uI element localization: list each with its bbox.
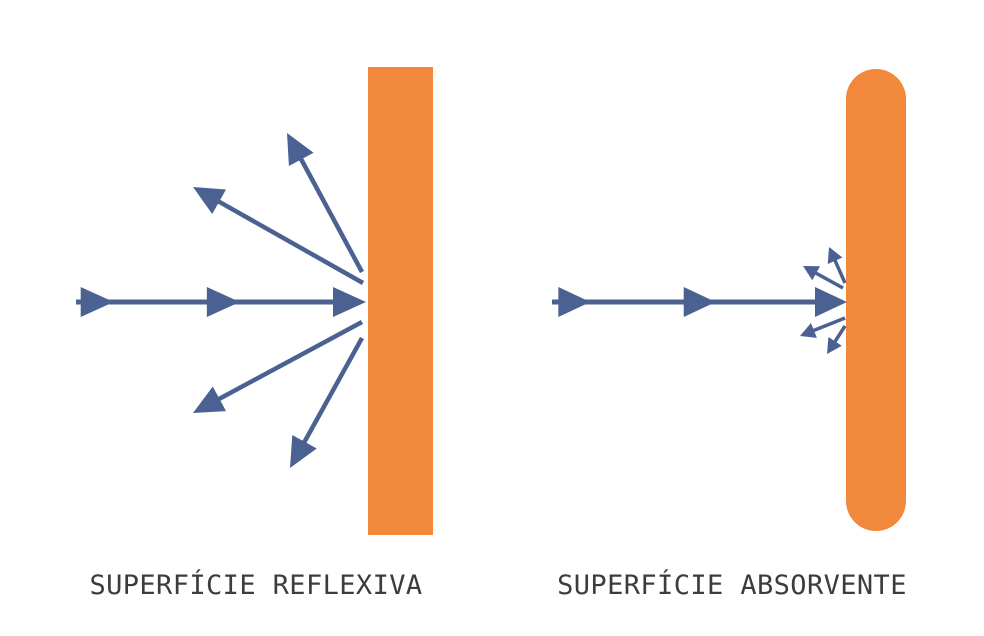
reflective-surface-reflected-ray-up-steep: [287, 133, 364, 274]
absorbent-surface-incident-ray: [552, 287, 847, 317]
arrowhead: [193, 187, 227, 214]
ray-shaft: [296, 153, 364, 274]
arrowhead: [827, 247, 843, 264]
arrowhead: [206, 287, 240, 317]
arrowhead: [683, 287, 716, 317]
ray-shaft: [832, 325, 847, 345]
absorbent-surface-scattered-ray-down-shallow: [800, 316, 846, 338]
absorbent-surface-bar: [846, 69, 906, 531]
absorbent-surface-scattered-ray-down-steep: [827, 325, 847, 354]
ray-shaft: [832, 257, 847, 284]
ray-shaft: [810, 316, 846, 334]
reflective-surface-reflected-ray-up-shallow: [193, 187, 365, 285]
reflective-surface-label: SUPERFÍCIE REFLEXIVA: [89, 570, 423, 601]
arrowhead: [815, 287, 847, 317]
absorbent-surface-scattered-ray-up-steep: [827, 247, 847, 284]
arrowhead: [800, 323, 817, 338]
reflective-surface-incident-ray: [76, 287, 366, 317]
reflective-surface-bar: [368, 67, 433, 535]
arrowhead: [803, 266, 820, 281]
absorbent-surface-label: SUPERFÍCIE ABSORVENTE: [557, 570, 907, 601]
absorbent-surface-group: [552, 69, 906, 531]
reflective-surface-reflected-ray-down-shallow: [193, 320, 364, 413]
arrowhead: [290, 434, 317, 468]
ray-shaft: [299, 336, 364, 449]
arrowhead: [80, 287, 114, 317]
arrowhead: [558, 287, 591, 317]
arrowhead: [193, 386, 227, 413]
absorbent-surface-scattered-ray-up-shallow: [803, 266, 844, 290]
reflective-surface-group: [76, 67, 433, 535]
ray-shaft: [212, 196, 365, 285]
ray-shaft: [812, 270, 844, 290]
arrowhead: [333, 287, 366, 317]
reflective-surface-reflected-ray-down-steep: [290, 336, 364, 468]
arrowhead: [287, 133, 314, 167]
ray-shaft: [213, 320, 364, 404]
arrowhead: [827, 337, 842, 354]
